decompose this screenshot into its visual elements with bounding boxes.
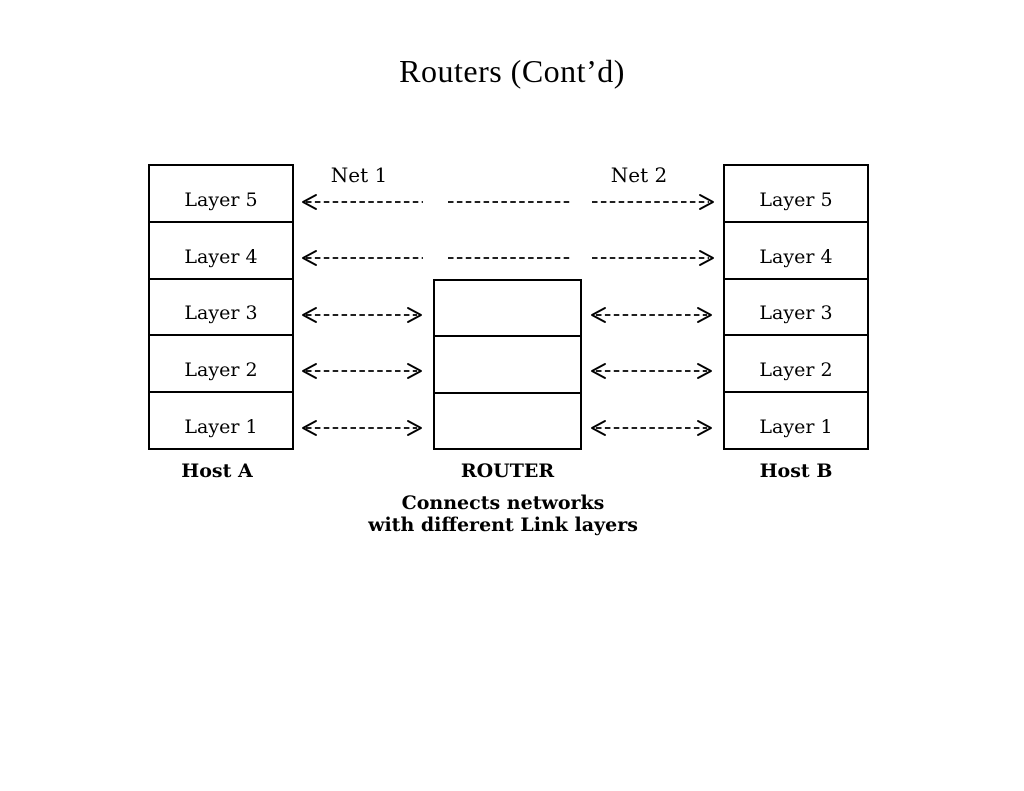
host-a-layer-2: Layer 2 <box>150 334 292 391</box>
right-arrowhead-icon <box>407 363 422 379</box>
host-a-label: Host A <box>181 460 253 482</box>
layer5-arrow-left-segment <box>302 194 423 210</box>
router-box-bottom <box>435 391 580 448</box>
right-arrowhead-icon <box>699 250 714 266</box>
layer5-arrow-right-segment <box>592 194 714 210</box>
router-stack <box>433 279 582 450</box>
layer1-router-hostb-arrow <box>591 420 712 436</box>
right-arrowhead-icon <box>697 420 712 436</box>
left-arrowhead-icon <box>302 194 317 210</box>
host-a-stack: Layer 5 Layer 4 Layer 3 Layer 2 Layer 1 <box>148 164 294 450</box>
net1-label: Net 1 <box>330 163 388 187</box>
left-arrowhead-icon <box>591 363 606 379</box>
host-b-label: Host B <box>759 460 833 482</box>
net2-label: Net 2 <box>610 163 668 187</box>
right-arrowhead-icon <box>697 363 712 379</box>
router-caption-line2: with different Link layers <box>368 514 638 536</box>
host-a-layer-1: Layer 1 <box>150 391 292 448</box>
layer4-arrow-right-segment <box>592 250 714 266</box>
router-label: ROUTER <box>460 460 555 482</box>
host-a-layer-4: Layer 4 <box>150 220 292 278</box>
host-b-layer-4: Layer 4 <box>725 220 867 278</box>
layer2-router-hostb-arrow <box>591 363 712 379</box>
layer2-hosta-router-arrow <box>302 363 422 379</box>
host-a-layer-5: Layer 5 <box>184 188 258 211</box>
host-b-layer-5: Layer 5 <box>759 188 833 211</box>
left-arrowhead-icon <box>302 420 317 436</box>
host-b-stack: Layer 5 Layer 4 Layer 3 Layer 2 Layer 1 <box>723 164 869 450</box>
left-arrowhead-icon <box>591 307 606 323</box>
router-caption-line1: Connects networks <box>401 492 605 514</box>
right-arrowhead-icon <box>407 307 422 323</box>
router-caption: Connects networks with different Link la… <box>343 492 663 536</box>
router-box-top <box>435 281 580 335</box>
host-a-layer-3: Layer 3 <box>150 277 292 335</box>
slide-title: Routers (Cont’d) <box>399 53 625 89</box>
host-b-layer-2: Layer 2 <box>725 334 867 391</box>
left-arrowhead-icon <box>591 420 606 436</box>
left-arrowhead-icon <box>302 250 317 266</box>
layer3-router-hostb-arrow <box>591 307 712 323</box>
right-arrowhead-icon <box>407 420 422 436</box>
layer3-hosta-router-arrow <box>302 307 422 323</box>
layer4-arrow-left-segment <box>302 250 423 266</box>
host-b-layer-3: Layer 3 <box>725 277 867 335</box>
left-arrowhead-icon <box>302 307 317 323</box>
layer1-hosta-router-arrow <box>302 420 422 436</box>
right-arrowhead-icon <box>699 194 714 210</box>
right-arrowhead-icon <box>697 307 712 323</box>
host-b-layer-1: Layer 1 <box>725 391 867 448</box>
left-arrowhead-icon <box>302 363 317 379</box>
router-box-middle <box>435 335 580 391</box>
